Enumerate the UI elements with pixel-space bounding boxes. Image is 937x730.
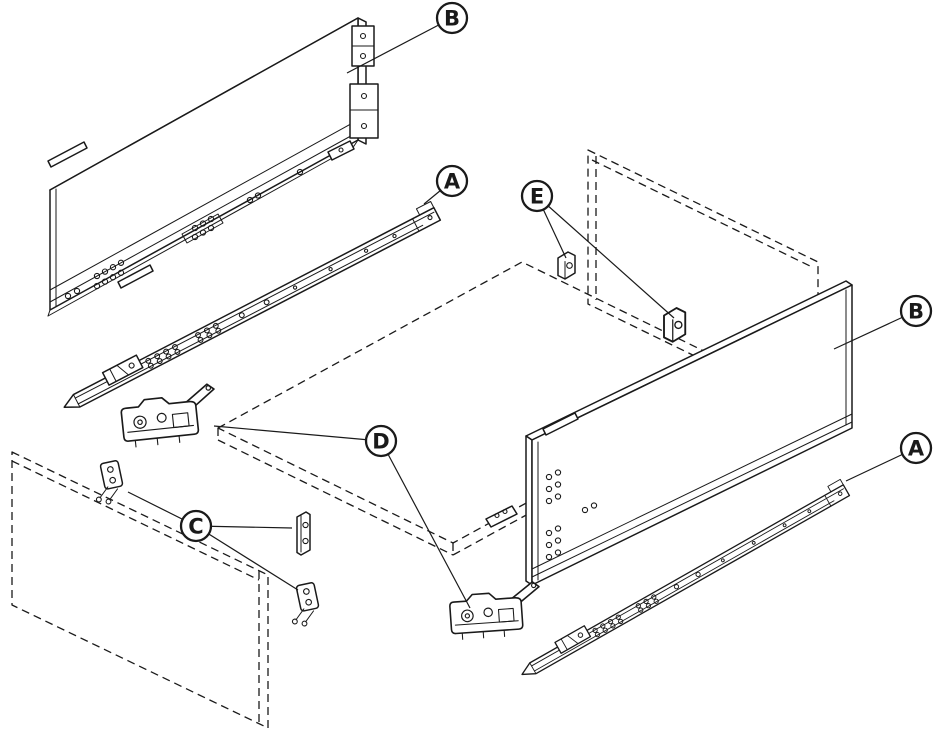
callout-c-front-brackets: C <box>179 509 213 543</box>
drawer-side-panel-rear-left <box>47 17 379 317</box>
rear-hook-plate <box>349 83 379 139</box>
front-bracket-upper <box>88 459 127 508</box>
callout-a-right-slide: A <box>899 431 933 465</box>
drawer-side-panel-front-right <box>525 280 853 586</box>
hole-cluster <box>545 525 562 561</box>
callout-letter: B <box>444 7 460 31</box>
panel-sticker <box>117 264 154 289</box>
locking-device-left <box>118 382 220 449</box>
phantom-front-panel <box>11 451 269 729</box>
rear-bracket-small <box>557 251 576 280</box>
callout-letter: A <box>444 170 461 194</box>
rear-bracket-large <box>663 307 687 343</box>
callout-letter: E <box>530 185 544 209</box>
panel-hook-plate <box>485 505 518 528</box>
panel-label-tag <box>47 141 88 168</box>
locking-device-right <box>447 580 544 641</box>
callout-e-rear-brackets: E <box>520 179 554 213</box>
callout-letter: A <box>908 437 925 461</box>
callout-b-front-panel: B <box>899 294 933 328</box>
callout-letter: B <box>908 300 924 324</box>
front-bracket-lower <box>284 581 323 630</box>
hole-cluster-boxed <box>181 213 224 244</box>
panel-label-tag <box>542 412 579 436</box>
rear-hook-tab <box>327 140 355 161</box>
callout-letter: D <box>372 430 389 454</box>
callout-a-left-slide: A <box>435 164 469 198</box>
rear-hook-plate <box>351 25 375 67</box>
callout-letter: C <box>188 515 203 539</box>
hole-cluster <box>93 259 125 290</box>
hole-cluster <box>545 469 562 505</box>
callout-b-rear-panel: B <box>435 1 469 35</box>
front-fixing-strip <box>296 511 311 556</box>
callout-d-locking-devices: D <box>364 424 398 458</box>
